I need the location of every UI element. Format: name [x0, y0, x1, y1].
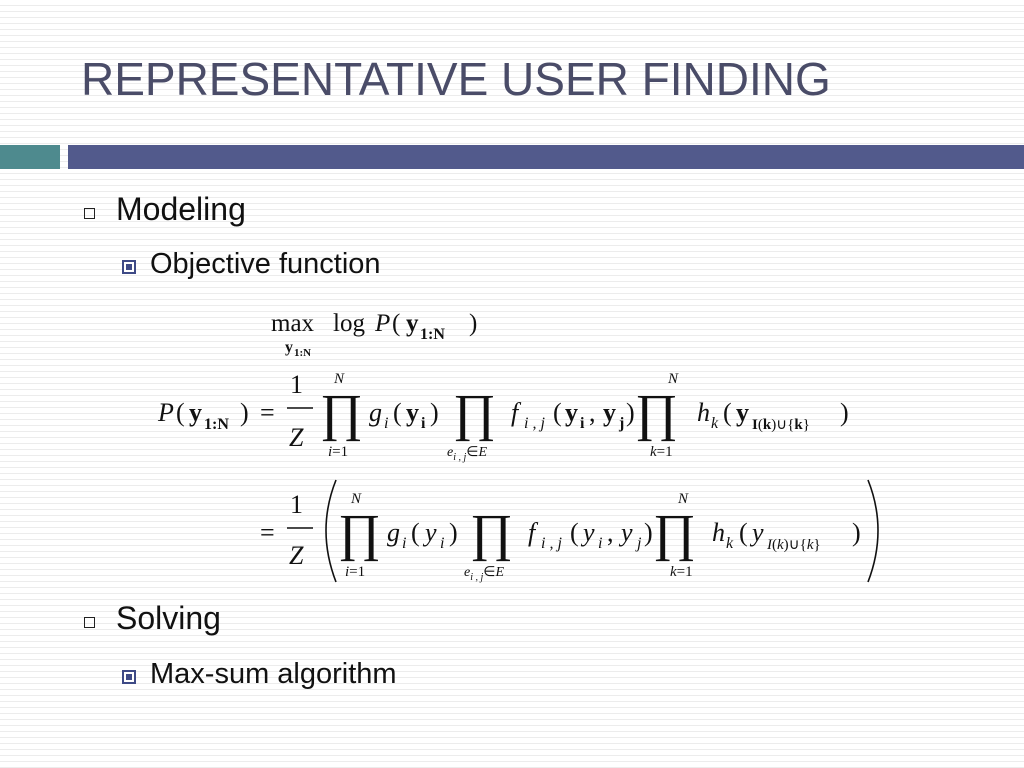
- svg-text:(: (: [411, 518, 420, 547]
- svg-text:N: N: [667, 371, 679, 387]
- svg-text:j: j: [635, 535, 642, 552]
- svg-text:1: 1: [290, 490, 303, 519]
- factorization-line-1: P ( y 1:N ) = 1 Z N ∏ i=1 g i ( y i ) ∏ …: [157, 370, 849, 463]
- svg-text:g: g: [387, 518, 400, 547]
- svg-text:i=1: i=1: [328, 444, 348, 460]
- svg-text:∏: ∏: [338, 505, 381, 562]
- svg-text:1:N: 1:N: [294, 347, 311, 359]
- svg-text:,: ,: [589, 398, 596, 427]
- svg-text:f: f: [511, 398, 522, 427]
- svg-text:): ): [449, 518, 458, 547]
- svg-text:i: i: [421, 415, 426, 432]
- svg-text:∏: ∏: [320, 385, 363, 442]
- svg-text:I(k)∪{k}: I(k)∪{k}: [766, 537, 821, 553]
- hollow-square-bullet-icon: [84, 617, 95, 628]
- svg-text:(: (: [176, 398, 185, 427]
- svg-text:h: h: [712, 518, 725, 547]
- svg-text:(: (: [723, 398, 732, 427]
- svg-text:y: y: [406, 310, 419, 337]
- svg-text:y: y: [749, 518, 764, 547]
- svg-text:i: i: [598, 535, 602, 552]
- svg-text:): ): [430, 398, 439, 427]
- svg-text:): ): [840, 398, 849, 427]
- svg-text:N: N: [333, 371, 345, 387]
- accent-bar-teal: [0, 145, 60, 169]
- svg-text:(: (: [393, 398, 402, 427]
- svg-text:): ): [852, 518, 861, 547]
- svg-text:max: max: [271, 310, 315, 337]
- svg-text:h: h: [697, 398, 710, 427]
- svg-text:y: y: [189, 398, 202, 427]
- svg-text:I(k)∪{k}: I(k)∪{k}: [752, 417, 810, 433]
- svg-text:i , j: i , j: [541, 535, 562, 552]
- svg-text:,: ,: [607, 518, 614, 547]
- svg-text:1:N: 1:N: [420, 326, 445, 343]
- svg-text:∏: ∏: [453, 385, 496, 442]
- svg-text:i: i: [384, 415, 388, 432]
- svg-text:i=1: i=1: [345, 564, 365, 580]
- svg-text:P: P: [374, 310, 390, 337]
- svg-text:Z: Z: [289, 541, 304, 570]
- svg-text:y: y: [406, 398, 419, 427]
- bullet-modeling: Modeling: [116, 191, 246, 227]
- svg-text:P: P: [157, 398, 174, 427]
- svg-text:g: g: [369, 398, 382, 427]
- svg-text:=: =: [260, 518, 275, 547]
- svg-text:): ): [469, 310, 477, 337]
- svg-text:y: y: [422, 518, 437, 547]
- factorization-line-2: = 1 Z N ∏ i=1 g i ( y i ) ∏ ei , j∈E f i…: [260, 479, 879, 583]
- svg-text:): ): [626, 398, 635, 427]
- svg-text:N: N: [350, 491, 362, 507]
- svg-text:k: k: [711, 415, 719, 432]
- sub-bullet-objective-function: Objective function: [150, 248, 381, 280]
- hollow-square-bullet-icon: [84, 208, 95, 219]
- svg-text:log: log: [333, 310, 365, 337]
- svg-text:): ): [644, 518, 653, 547]
- objective-equation: max log P ( y 1:N ) y 1:N: [271, 310, 477, 359]
- svg-text:(: (: [392, 310, 400, 337]
- svg-text:1: 1: [290, 370, 303, 399]
- svg-text:k=1: k=1: [650, 444, 673, 460]
- svg-text:y: y: [603, 398, 616, 427]
- svg-text:i: i: [402, 535, 406, 552]
- svg-text:ei , j∈E: ei , j∈E: [464, 565, 504, 583]
- svg-text:y: y: [580, 518, 595, 547]
- svg-text:∏: ∏: [635, 385, 678, 442]
- svg-text:y: y: [618, 518, 633, 547]
- svg-text:∏: ∏: [653, 505, 696, 562]
- svg-text:): ): [240, 398, 249, 427]
- svg-text:(: (: [553, 398, 562, 427]
- square-bullet-icon: [122, 260, 136, 274]
- accent-bar-navy: [68, 145, 1024, 169]
- svg-text:(: (: [570, 518, 579, 547]
- bullet-solving: Solving: [116, 600, 221, 636]
- svg-text:N: N: [677, 491, 689, 507]
- svg-text:k=1: k=1: [670, 564, 693, 580]
- svg-text:y: y: [565, 398, 578, 427]
- svg-text:i: i: [580, 415, 585, 432]
- svg-text:y: y: [736, 398, 749, 427]
- svg-text:i: i: [440, 535, 444, 552]
- svg-text:k: k: [726, 535, 734, 552]
- svg-text:Z: Z: [289, 423, 304, 452]
- svg-text:=: =: [260, 398, 275, 427]
- svg-text:ei , j∈E: ei , j∈E: [447, 445, 487, 463]
- slide-title: REPRESENTATIVE USER FINDING: [81, 53, 831, 105]
- svg-text:y: y: [285, 339, 293, 356]
- svg-text:j: j: [618, 415, 624, 432]
- svg-text:1:N: 1:N: [204, 416, 229, 433]
- svg-text:f: f: [528, 518, 539, 547]
- svg-text:i , j: i , j: [524, 415, 545, 432]
- sub-bullet-max-sum-algorithm: Max-sum algorithm: [150, 658, 397, 690]
- svg-text:(: (: [739, 518, 748, 547]
- svg-text:∏: ∏: [470, 505, 513, 562]
- square-bullet-icon: [122, 670, 136, 684]
